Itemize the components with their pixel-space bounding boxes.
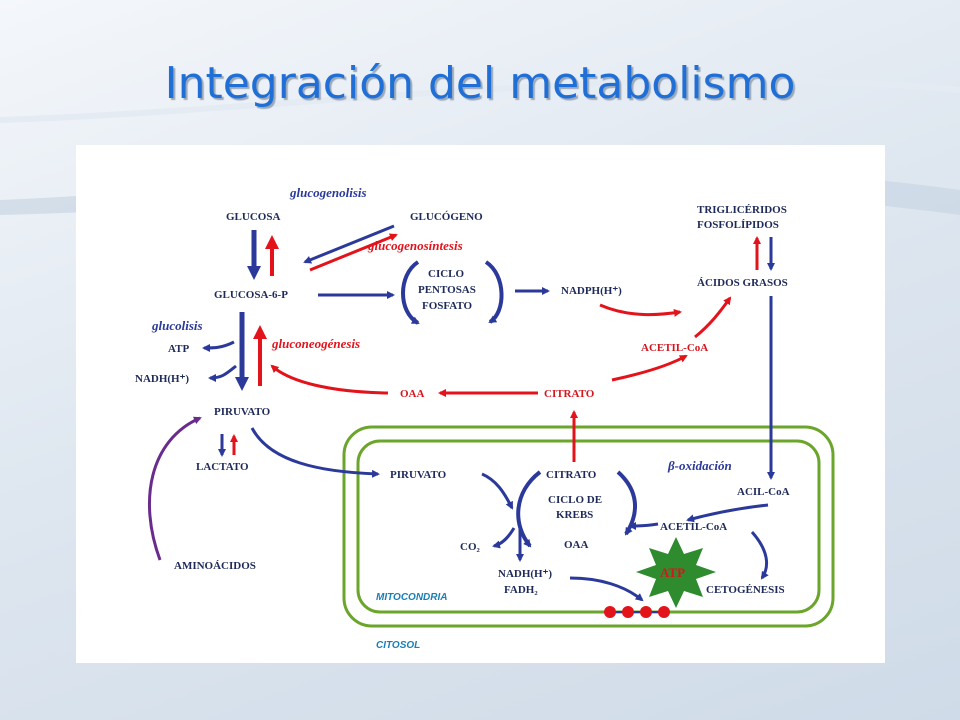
- label-beta-oxidacion: β-oxidación: [667, 458, 732, 473]
- label-glucosa: GLUCOSA: [226, 211, 280, 223]
- chain-dot: [640, 606, 652, 618]
- label-oaa-mito: OAA: [564, 539, 589, 551]
- label-glucosa6p: GLUCOSA-6-P: [214, 289, 288, 301]
- arrow-aminoacidos-to-piruvato: [148, 416, 202, 561]
- label-nadh-left: NADH(H⁺): [135, 373, 189, 385]
- label-glucogeno: GLUCÓGENO: [410, 211, 483, 223]
- page-title: Integración del metabolismo: [164, 58, 796, 109]
- arrow-nadph-to-lipids: [599, 303, 682, 317]
- mitochondria-outer-membrane: [342, 425, 835, 628]
- arrow-nadh-to-chain: [569, 576, 644, 602]
- label-citrato-mito: CITRATO: [546, 469, 597, 481]
- chain-dot: [658, 606, 670, 618]
- arrow-piruvato-to-krebs: [481, 472, 514, 510]
- label-oaa-top: OAA: [400, 388, 425, 400]
- pentosas-cycle-left-arc: [401, 260, 420, 325]
- label-gluconeogenesis: gluconeogénesis: [271, 336, 360, 351]
- atp-starburst: [636, 537, 716, 608]
- label-nadh-mito: NADH(H⁺): [498, 568, 552, 580]
- krebs-cycle-left-arc: [516, 470, 542, 548]
- label-lactato: LACTATO: [196, 461, 249, 473]
- label-piruvato: PIRUVATO: [214, 406, 271, 418]
- arrow-glucogenolisis: [303, 224, 395, 264]
- label-ciclo-pentosas-1: CICLO: [428, 268, 465, 280]
- label-acil-coa: ACIL-CoA: [737, 486, 790, 498]
- label-glucogenosintesis: glucogenosíntesis: [367, 238, 463, 253]
- arrow-to-nadh-left: [208, 364, 237, 382]
- arrow-citrato-to-acetil: [611, 354, 688, 382]
- label-citrato-top: CITRATO: [544, 388, 595, 400]
- arrow-piruvato-to-mito: [250, 427, 380, 478]
- label-ciclo-pentosas-3: FOSFATO: [422, 300, 473, 312]
- label-nadph: NADPH(H⁺): [561, 285, 622, 297]
- label-fosfolipidos: FOSFOLÍPIDOS: [697, 219, 779, 231]
- arrow-oaa-to-pyruvate-path: [270, 364, 389, 395]
- label-acidos-grasos: ÁCIDOS GRASOS: [697, 277, 788, 289]
- metabolism-diagram: GLUCOSA GLUCÓGENO glucogenolisis glucoge…: [135, 185, 835, 651]
- arrow-acil-to-acetil: [686, 503, 769, 523]
- chain-dot: [622, 606, 634, 618]
- arrow-to-atp-left: [202, 340, 235, 352]
- label-co2: CO₂: [460, 541, 481, 553]
- label-glucolisis: glucolisis: [151, 318, 203, 333]
- arrow-to-co2: [492, 527, 516, 549]
- label-piruvato-mito: PIRUVATO: [390, 469, 447, 481]
- label-ciclo-krebs-1: CICLO DE: [548, 494, 602, 506]
- label-trigliceridos: TRIGLICÉRIDOS: [697, 204, 787, 216]
- pentosas-cycle-right-arc: [484, 260, 504, 324]
- arrow-acetil-to-acidos: [694, 296, 732, 339]
- label-citosol: CITOSOL: [376, 640, 420, 651]
- label-cetogenesis: CETOGÉNESIS: [706, 584, 785, 596]
- label-ciclo-pentosas-2: PENTOSAS: [418, 284, 476, 296]
- label-mitocondria: MITOCONDRIA: [376, 592, 447, 603]
- chain-dot: [604, 606, 616, 618]
- label-acetil-coa-top: ACETIL-CoA: [641, 342, 708, 354]
- label-fadh2: FADH₂: [504, 584, 538, 596]
- label-atp-left: ATP: [168, 343, 189, 355]
- label-glucogenolisis: glucogenolisis: [289, 185, 367, 200]
- label-atp-star: ATP: [660, 565, 685, 580]
- arrow-acetil-to-krebs: [628, 521, 659, 530]
- mitochondria-inner-membrane: [356, 439, 821, 614]
- arrow-glucogenosintesis: [309, 233, 398, 272]
- label-ciclo-krebs-2: KREBS: [556, 509, 593, 521]
- label-acetil-coa-mito: ACETIL-CoA: [660, 521, 727, 533]
- arrow-acetil-to-cetogenesis: [750, 531, 769, 580]
- diagram-panel: GLUCOSA GLUCÓGENO glucogenolisis glucoge…: [76, 145, 885, 663]
- label-aminoacidos: AMINOÁCIDOS: [174, 560, 256, 572]
